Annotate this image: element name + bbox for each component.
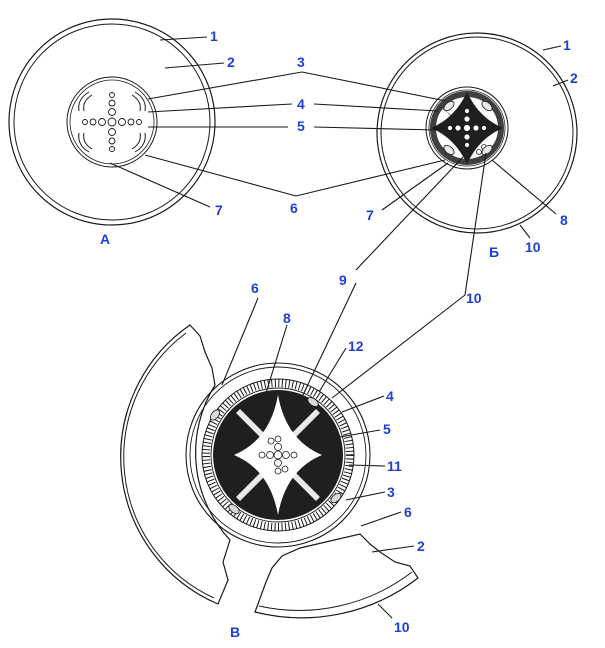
section-v-cork-ring bbox=[202, 379, 354, 531]
labels: 1 2 7 1 2 7 8 10 3 4 5 6 9 10 6 8 12 4 5… bbox=[100, 28, 578, 640]
section-b-cambium-ring bbox=[430, 91, 504, 165]
label-5: 5 bbox=[297, 118, 305, 134]
label-b2: 2 bbox=[570, 70, 578, 86]
label-b8: 8 bbox=[560, 212, 568, 228]
label-b1: 1 bbox=[563, 37, 571, 53]
label-v8: 8 bbox=[283, 310, 291, 326]
section-b-root bbox=[376, 32, 578, 234]
section-b-rhizodermis bbox=[380, 36, 574, 230]
section-b-outer-ring bbox=[376, 32, 578, 234]
section-a-endodermis bbox=[66, 76, 158, 168]
section-v-pericycle bbox=[210, 387, 346, 523]
label-3: 3 bbox=[297, 54, 305, 70]
label-v12: 12 bbox=[348, 338, 364, 354]
section-v-xylem-vessels bbox=[258, 435, 298, 475]
section-b-phloem-lens bbox=[443, 100, 493, 156]
section-letter-a: А bbox=[100, 231, 110, 247]
section-letter-b: Б bbox=[489, 244, 499, 260]
label-v4: 4 bbox=[386, 388, 394, 404]
label-b10: 10 bbox=[525, 239, 541, 255]
section-a-phloem bbox=[78, 91, 146, 153]
label-v10b: 10 bbox=[394, 619, 410, 635]
section-b-xylem bbox=[447, 108, 487, 155]
section-b-endodermis bbox=[425, 86, 509, 170]
section-v-root bbox=[120, 324, 419, 619]
label-v11: 11 bbox=[387, 458, 402, 474]
section-a-rhizodermis bbox=[13, 23, 211, 221]
section-v-inner-boundary bbox=[189, 366, 367, 544]
label-v2: 2 bbox=[417, 538, 425, 554]
label-a7: 7 bbox=[215, 202, 223, 218]
label-v9: 9 bbox=[339, 272, 347, 288]
label-b7: 7 bbox=[366, 207, 374, 223]
label-a1: 1 bbox=[210, 28, 218, 44]
section-a-outer-ring bbox=[8, 18, 216, 226]
label-v6: 6 bbox=[251, 280, 259, 296]
label-v10: 10 bbox=[466, 290, 482, 306]
label-a2: 2 bbox=[227, 54, 235, 70]
section-v-cortex-fragment-left bbox=[120, 324, 231, 605]
label-v5: 5 bbox=[383, 421, 391, 437]
label-v6b: 6 bbox=[404, 504, 412, 520]
section-v-cortex-fragment-bottom bbox=[254, 533, 419, 619]
section-v-phloem bbox=[209, 397, 342, 515]
section-letter-v: В bbox=[230, 624, 240, 640]
label-4: 4 bbox=[297, 96, 305, 112]
section-a-xylem bbox=[82, 92, 142, 152]
section-a-young-root bbox=[8, 18, 216, 226]
leader-lines bbox=[109, 36, 569, 619]
label-6: 6 bbox=[290, 200, 298, 216]
section-v-exodermis bbox=[185, 362, 371, 548]
section-b-pericycle bbox=[428, 89, 506, 167]
label-v3: 3 bbox=[387, 484, 395, 500]
